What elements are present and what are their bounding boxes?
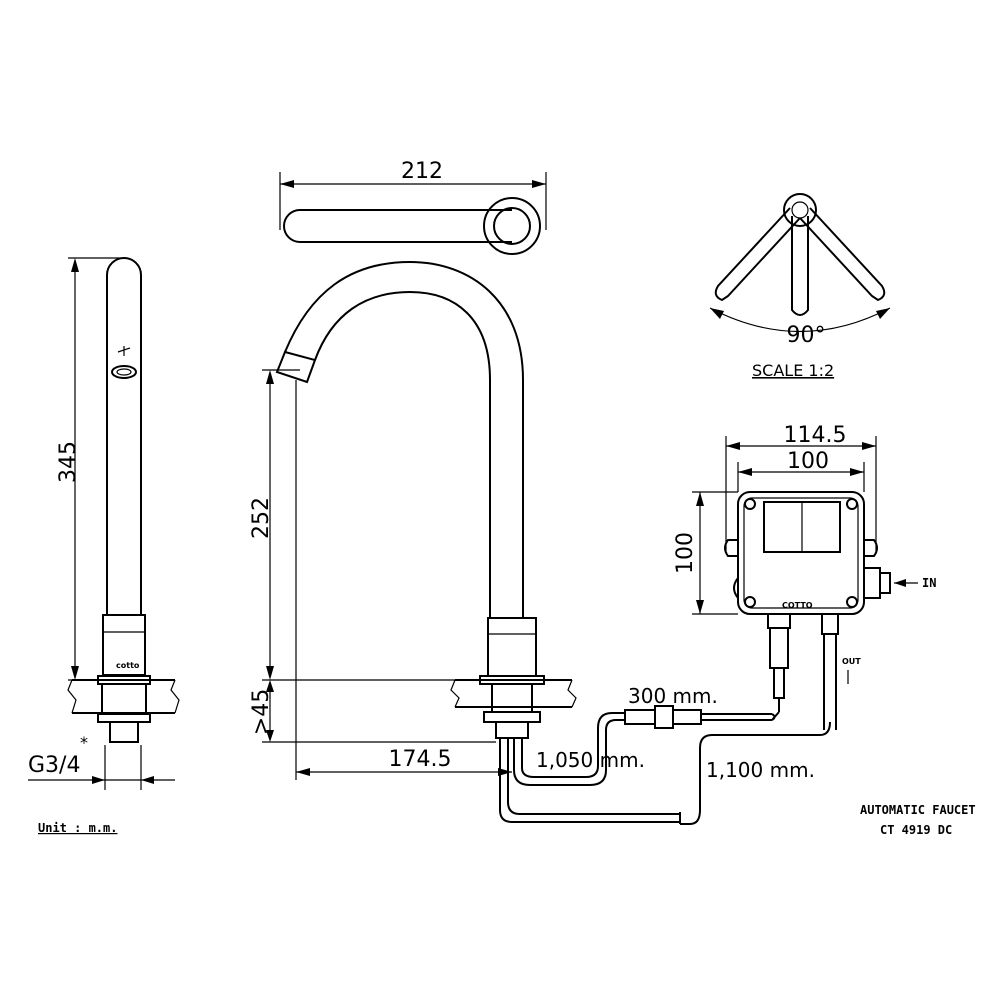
front-view: 300 mm. 1,050 mm. 1,100 mm. 252 >45 174.…: [249, 260, 831, 825]
dim-90-deg: 90°: [787, 323, 826, 348]
dim-100-width: 100: [787, 449, 829, 474]
side-view: cotto 345 G3/4 * Unit : m.m.: [28, 257, 180, 835]
rotation-view: 90° SCALE 1:2: [709, 193, 891, 380]
scale-label: SCALE 1:2: [752, 361, 834, 380]
cable-300: 300 mm.: [628, 684, 718, 708]
dim-45: >45: [249, 689, 274, 735]
unit-label: Unit : m.m.: [38, 821, 117, 835]
cable-1100: 1,100 mm.: [706, 758, 815, 782]
in-label: IN: [922, 576, 936, 590]
dim-thread: G3/4: [28, 753, 80, 778]
dim-114-5: 114.5: [784, 423, 847, 448]
dim-174-5: 174.5: [389, 747, 452, 772]
thread-mark: *: [80, 733, 88, 752]
dim-252: 252: [249, 497, 274, 539]
spout-brand-mark: cotto: [116, 661, 140, 670]
title-line-2: CT 4919 DC: [880, 823, 952, 837]
cable-1050: 1,050 mm.: [536, 748, 645, 772]
dim-345: 345: [56, 441, 81, 483]
dim-212: 212: [401, 159, 443, 184]
dim-100-height: 100: [673, 532, 698, 574]
out-label: OUT: [842, 657, 861, 666]
title-line-1: AUTOMATIC FAUCET: [860, 803, 976, 817]
box-brand: COTTO: [782, 601, 813, 610]
title-block: AUTOMATIC FAUCET CT 4919 DC: [860, 803, 976, 837]
control-box: IN COTTO OUT 114.5 100 100: [673, 423, 936, 730]
top-view: 212: [279, 159, 547, 255]
